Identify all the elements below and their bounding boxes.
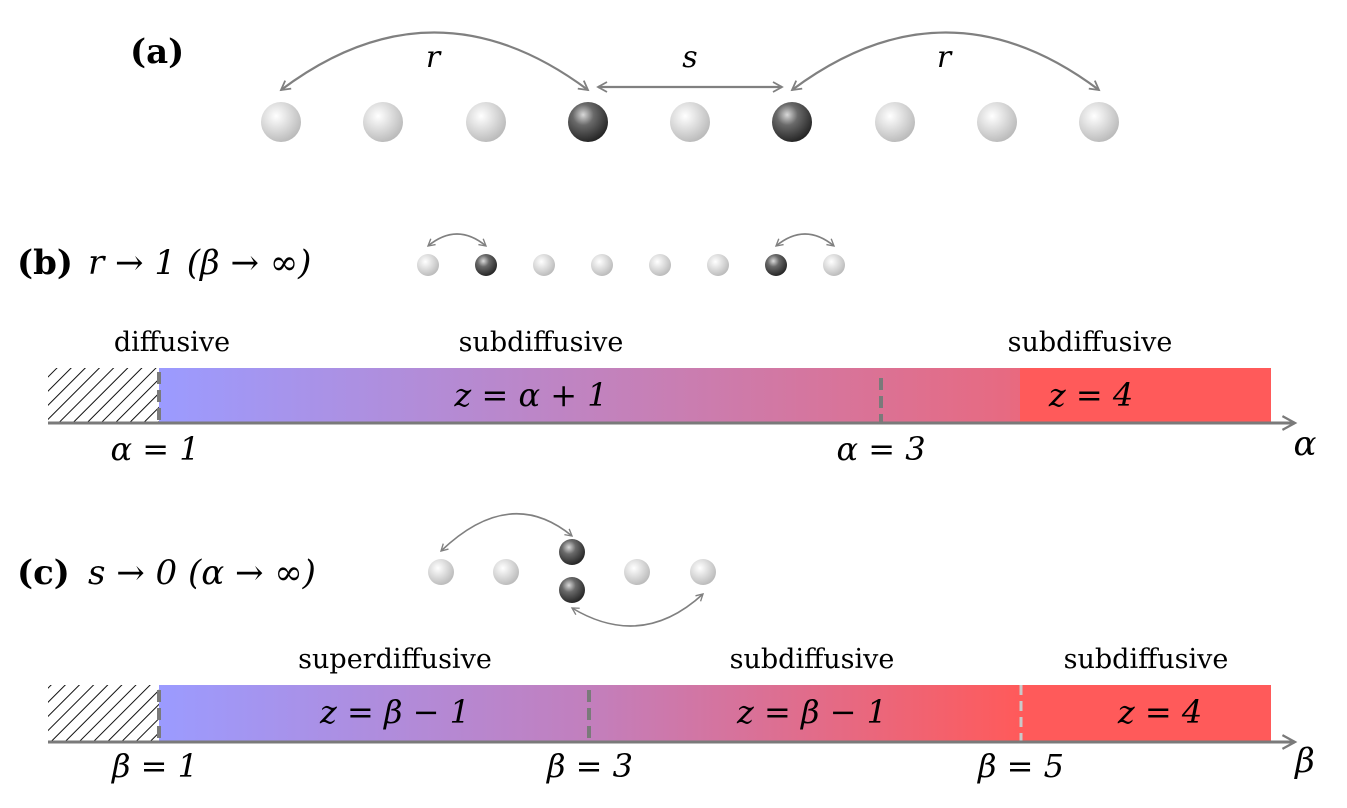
exponent-formula: z = 4: [1048, 376, 1133, 414]
jump-arrow-right: [790, 31, 1101, 92]
regime-label: subdiffusive: [730, 644, 895, 675]
site-dark: [765, 254, 787, 276]
site-light: [707, 254, 729, 276]
site-light: [428, 559, 454, 585]
jump-label-right: r: [937, 40, 953, 75]
hatched-region: [48, 368, 159, 423]
site-light: [823, 254, 845, 276]
hop-arrow-left: [426, 233, 488, 247]
gradient-bar-mid: [589, 685, 1021, 742]
jump-arrow-left: [279, 31, 590, 92]
site-light: [493, 559, 519, 585]
site-light: [591, 254, 613, 276]
site-light: [649, 254, 671, 276]
hop-arrow-lower: [570, 593, 705, 627]
panel-b-label: (b): [17, 243, 73, 283]
site-light: [977, 102, 1017, 142]
panel-b: (b) r → 1 (β → ∞) diffusive subdiffusive…: [17, 233, 1317, 468]
panel-c-condition: s → 0 (α → ∞): [88, 553, 316, 593]
exponent-formula: z = 4: [1117, 693, 1202, 731]
exponent-formula: z = β − 1: [319, 693, 470, 731]
gradient-bar-left: [159, 685, 589, 742]
axis-label: α: [1294, 424, 1317, 464]
axis-label: β: [1293, 741, 1315, 781]
panel-c-label: (c): [17, 553, 70, 593]
site-light: [363, 102, 403, 142]
tick-label: α = 1: [110, 430, 199, 468]
panel-a-chain: [261, 102, 1119, 142]
tick-label: β = 3: [546, 747, 633, 785]
tick-label: β = 1: [111, 747, 198, 785]
site-light: [1079, 102, 1119, 142]
exponent-formula: z = β − 1: [736, 693, 887, 731]
gap-label: s: [682, 40, 697, 75]
panel-a-label: (a): [130, 32, 184, 72]
site-dark: [772, 102, 812, 142]
panel-b-chain: [417, 233, 845, 276]
site-dark: [559, 577, 585, 603]
site-light: [261, 102, 301, 142]
site-dark: [559, 539, 585, 565]
z4-region: [1020, 368, 1271, 423]
jump-label-left: r: [426, 40, 442, 75]
regime-label: superdiffusive: [298, 644, 492, 675]
site-light: [875, 102, 915, 142]
site-dark: [568, 102, 608, 142]
site-light: [466, 102, 506, 142]
site-light: [417, 254, 439, 276]
regime-label: subdiffusive: [1008, 327, 1173, 358]
panel-a: (a) r s r: [130, 31, 1119, 142]
panel-b-condition: r → 1 (β → ∞): [88, 243, 311, 283]
tick-label: β = 5: [977, 747, 1064, 785]
site-dark: [475, 254, 497, 276]
z4-region: [1021, 685, 1271, 742]
site-light: [533, 254, 555, 276]
site-light: [624, 559, 650, 585]
panel-c: (c) s → 0 (α → ∞) superdiffusive subdiff…: [17, 513, 1315, 785]
panel-c-chain: [428, 513, 716, 627]
hop-arrow-upper: [439, 513, 574, 552]
tick-label: α = 3: [836, 430, 925, 468]
site-light: [690, 559, 716, 585]
hop-arrow-right: [774, 233, 836, 247]
hatched-region: [48, 685, 159, 742]
regime-label: subdiffusive: [1064, 644, 1229, 675]
regime-label: diffusive: [114, 327, 230, 358]
site-light: [670, 102, 710, 142]
regime-label: subdiffusive: [459, 327, 624, 358]
exponent-formula: z = α + 1: [453, 376, 607, 414]
